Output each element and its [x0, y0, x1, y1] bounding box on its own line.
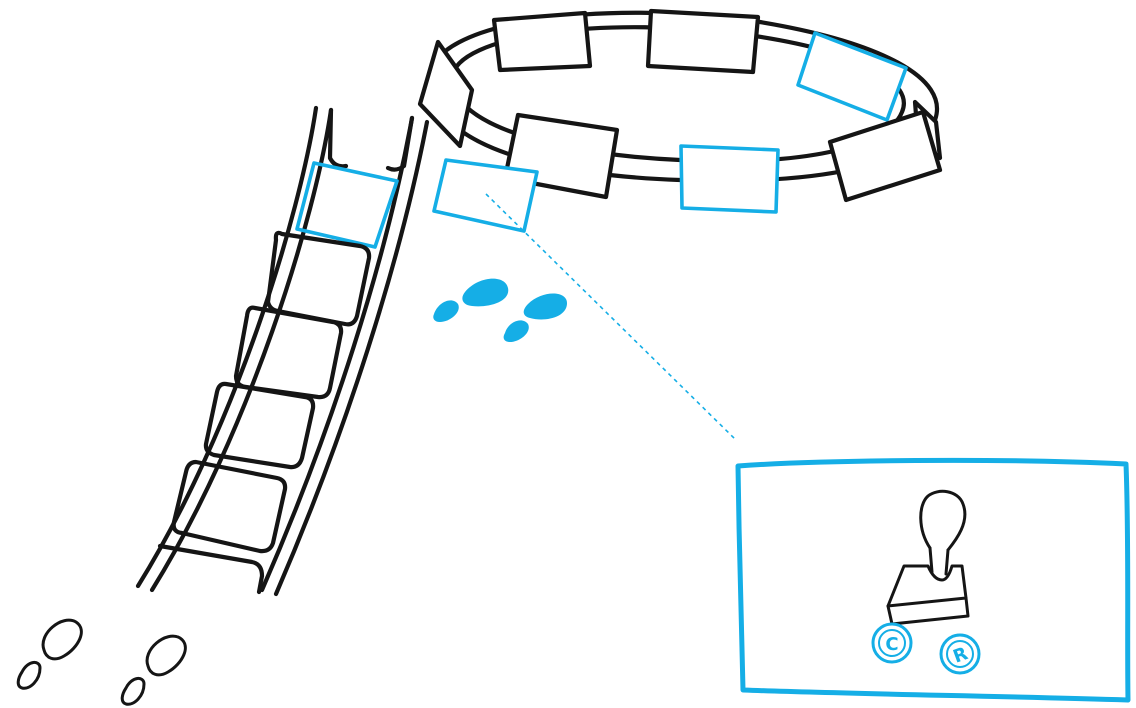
ladder-right-rail-inner: [273, 119, 430, 597]
stamp-base-top: [886, 564, 968, 608]
ladder-right-rail-outer: [259, 115, 415, 593]
stamp-base-plate: [886, 596, 970, 626]
carousel-card: [645, 8, 761, 75]
registered-trademark-icon: R: [939, 633, 981, 675]
carousel-card-detached: [432, 158, 539, 233]
carousel-card: [827, 109, 943, 203]
shoe-print-icon: [120, 634, 187, 706]
ladder-rung: [171, 459, 288, 554]
ladder-left-rail-inner: [149, 107, 334, 593]
rubber-stamp-icon: [886, 489, 970, 626]
shoe-print-icon: [433, 278, 509, 322]
ladder-top-left-notch: [327, 107, 349, 169]
copyright-glyph: C: [885, 634, 898, 655]
carousel: [417, 8, 943, 233]
stamp-handle: [928, 546, 950, 576]
ladder-rung-bottom: [157, 543, 265, 595]
black-footprints: [16, 618, 187, 706]
shoe-print-icon: [503, 293, 568, 342]
detail-panel: C R: [735, 457, 1131, 703]
ladder: [135, 105, 430, 597]
blue-footprints: [433, 278, 568, 342]
stamp-knob: [919, 489, 967, 552]
carousel-card-highlighted: [796, 31, 908, 122]
ladder-rung: [265, 230, 372, 327]
registered-glyph: R: [950, 643, 970, 668]
ladder-rung: [203, 381, 316, 470]
shoe-print-icon: [16, 618, 83, 690]
ladder-top-right-notch: [385, 115, 415, 172]
ladder-rung: [233, 305, 344, 400]
connector-dashed-line: [485, 193, 737, 441]
carousel-card: [417, 39, 475, 149]
ladder-left-rail-outer: [135, 105, 319, 589]
detail-panel-frame: [735, 457, 1131, 703]
carousel-card-highlighted: [679, 144, 780, 214]
carousel-card: [491, 10, 593, 73]
copyright-icon: C: [871, 622, 913, 664]
ladder-rung-highlighted: [295, 161, 399, 249]
